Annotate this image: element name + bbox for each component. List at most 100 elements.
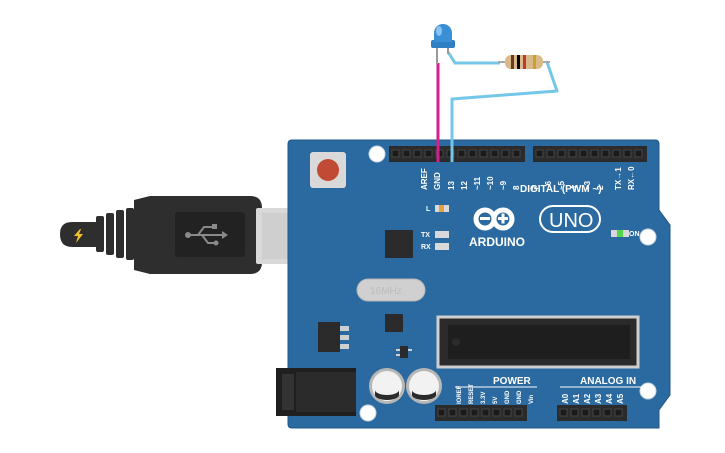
analog-pin-label: A2 [583, 393, 592, 404]
usb-interface-chip [385, 230, 413, 258]
digital-header-left[interactable] [389, 146, 525, 162]
header-pin-socket[interactable] [612, 149, 621, 158]
header-pin-socket[interactable] [448, 408, 457, 417]
usb-symbol-icon [185, 224, 228, 246]
arduino-logo-text: ARDUINO [469, 235, 525, 249]
header-pin-socket[interactable] [512, 149, 521, 158]
header-pin-socket[interactable] [570, 408, 579, 417]
digital-pin-label: 7 [531, 185, 540, 190]
small-chip [385, 314, 403, 332]
header-pin-socket[interactable] [424, 149, 433, 158]
analog-pin-label: A3 [594, 393, 603, 404]
mounting-hole [639, 228, 657, 246]
digital-pwm-label: DIGITAL (PWM ~) [520, 184, 602, 195]
digital-pin-label: 8 [512, 185, 521, 190]
header-pin-socket[interactable] [492, 408, 501, 417]
analog-pin-label: A1 [572, 393, 581, 404]
lightning-icon [74, 229, 83, 243]
header-pin-socket[interactable] [490, 149, 499, 158]
capacitor [406, 368, 442, 404]
gnd-label: GND [433, 172, 442, 190]
header-pin-socket[interactable] [481, 408, 490, 417]
analog-pin-label: A5 [616, 393, 625, 404]
header-pin-socket[interactable] [391, 149, 400, 158]
capacitor [369, 368, 405, 404]
model-label: UNO [549, 210, 593, 232]
power-header[interactable] [435, 405, 527, 421]
digital-header-right[interactable] [533, 146, 647, 162]
led-l-label: L [426, 206, 431, 213]
header-pin-socket[interactable] [437, 408, 446, 417]
power-pin-label: 5V [493, 397, 499, 404]
power-pin-label: RESET [469, 384, 475, 404]
led-tx [435, 231, 449, 238]
tx-label: TX [421, 232, 430, 239]
header-pin-socket[interactable] [581, 408, 590, 417]
crystal-oscillator: 16MHz [356, 278, 426, 302]
digital-pin-label: ~10 [486, 176, 495, 190]
header-pin-socket[interactable] [514, 408, 523, 417]
header-pin-socket[interactable] [579, 149, 588, 158]
reset-button[interactable] [310, 152, 346, 188]
header-pin-socket[interactable] [559, 408, 568, 417]
analog-header[interactable] [557, 405, 627, 421]
power-pin-label: 3.3V [481, 392, 487, 404]
header-pin-socket[interactable] [568, 149, 577, 158]
analog-in-label: ANALOG IN [580, 376, 636, 387]
atmega-microcontroller [436, 315, 640, 369]
transistor [396, 346, 412, 358]
header-pin-socket[interactable] [470, 408, 479, 417]
header-pin-socket[interactable] [603, 408, 612, 417]
header-pin-socket[interactable] [601, 149, 610, 158]
header-pin-socket[interactable] [592, 408, 601, 417]
power-pin-label: IOREF [457, 385, 463, 404]
digital-pin-label: 13 [447, 181, 456, 190]
digital-pin-label: RX←0 [627, 166, 636, 190]
mounting-hole [368, 145, 386, 163]
svg-text:16MHz: 16MHz [370, 286, 402, 297]
dc-power-jack[interactable] [276, 368, 356, 416]
power-pin-label: Vin [529, 394, 535, 404]
header-pin-socket[interactable] [459, 408, 468, 417]
header-pin-socket[interactable] [546, 149, 555, 158]
aref-label: AREF [420, 168, 429, 190]
blue-led[interactable] [431, 24, 455, 64]
arduino-logo: ARDUINO UNO [469, 205, 601, 249]
digital-pin-label: ~9 [499, 180, 508, 190]
header-pin-socket[interactable] [614, 408, 623, 417]
mounting-hole [359, 404, 377, 422]
header-pin-socket[interactable] [402, 149, 411, 158]
header-pin-socket[interactable] [457, 149, 466, 158]
header-pin-socket[interactable] [501, 149, 510, 158]
digital-pin-label: TX→1 [614, 167, 623, 190]
analog-pin-label: A0 [561, 393, 570, 404]
header-pin-socket[interactable] [634, 149, 643, 158]
led-rx [435, 243, 449, 250]
power-pin-label: GND [505, 390, 511, 404]
digital-pin-label: ~3 [583, 180, 592, 190]
power-label: POWER [493, 376, 532, 387]
on-label: ON [629, 231, 640, 238]
digital-pin-label: 4 [570, 185, 579, 190]
header-pin-socket[interactable] [557, 149, 566, 158]
header-pin-socket[interactable] [503, 408, 512, 417]
header-pin-socket[interactable] [535, 149, 544, 158]
led-anode-wire[interactable] [446, 51, 500, 65]
pin13-wire[interactable] [450, 61, 559, 162]
analog-pin-label: A4 [605, 393, 614, 404]
header-pin-socket[interactable] [479, 149, 488, 158]
header-pin-socket[interactable] [413, 149, 422, 158]
digital-pin-label: ~5 [557, 180, 566, 190]
header-pin-socket[interactable] [623, 149, 632, 158]
header-pin-socket[interactable] [468, 149, 477, 158]
resistor[interactable] [498, 55, 550, 69]
voltage-regulator [318, 322, 349, 352]
power-pin-label: GND [517, 390, 523, 404]
header-pin-socket[interactable] [590, 149, 599, 158]
digital-pin-label: ~11 [473, 176, 482, 190]
digital-pin-label: 12 [460, 181, 469, 190]
mounting-hole [639, 382, 657, 400]
digital-pin-label: ~6 [544, 180, 553, 190]
